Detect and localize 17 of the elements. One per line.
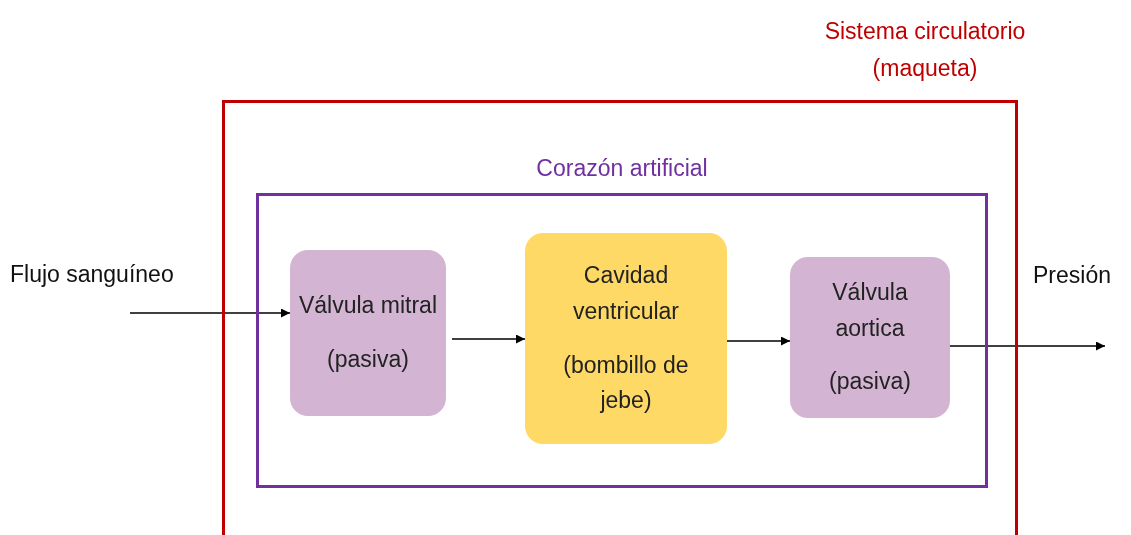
box-text: (pasiva) — [327, 345, 409, 374]
group-heading: Sistema circulatorio (maqueta) — [823, 17, 1027, 83]
box-text: Válvula mitral — [298, 291, 437, 321]
box-text: (pasiva) — [829, 367, 911, 397]
arrow — [129, 308, 291, 318]
process-box — [525, 233, 727, 444]
arrow — [949, 341, 1106, 351]
box-text: Cavidad ventricular — [571, 261, 681, 326]
arrow — [726, 336, 791, 346]
flow-label: Presión — [1033, 262, 1111, 289]
process-box — [790, 257, 950, 418]
flow-label: Flujo sanguíneo — [10, 261, 174, 288]
box-text: (bombillo de jebe) — [562, 350, 690, 416]
group-heading: Corazón artificial — [536, 154, 708, 183]
arrow — [451, 334, 526, 344]
process-box — [290, 250, 446, 416]
box-text: Válvula aortica — [831, 278, 909, 343]
